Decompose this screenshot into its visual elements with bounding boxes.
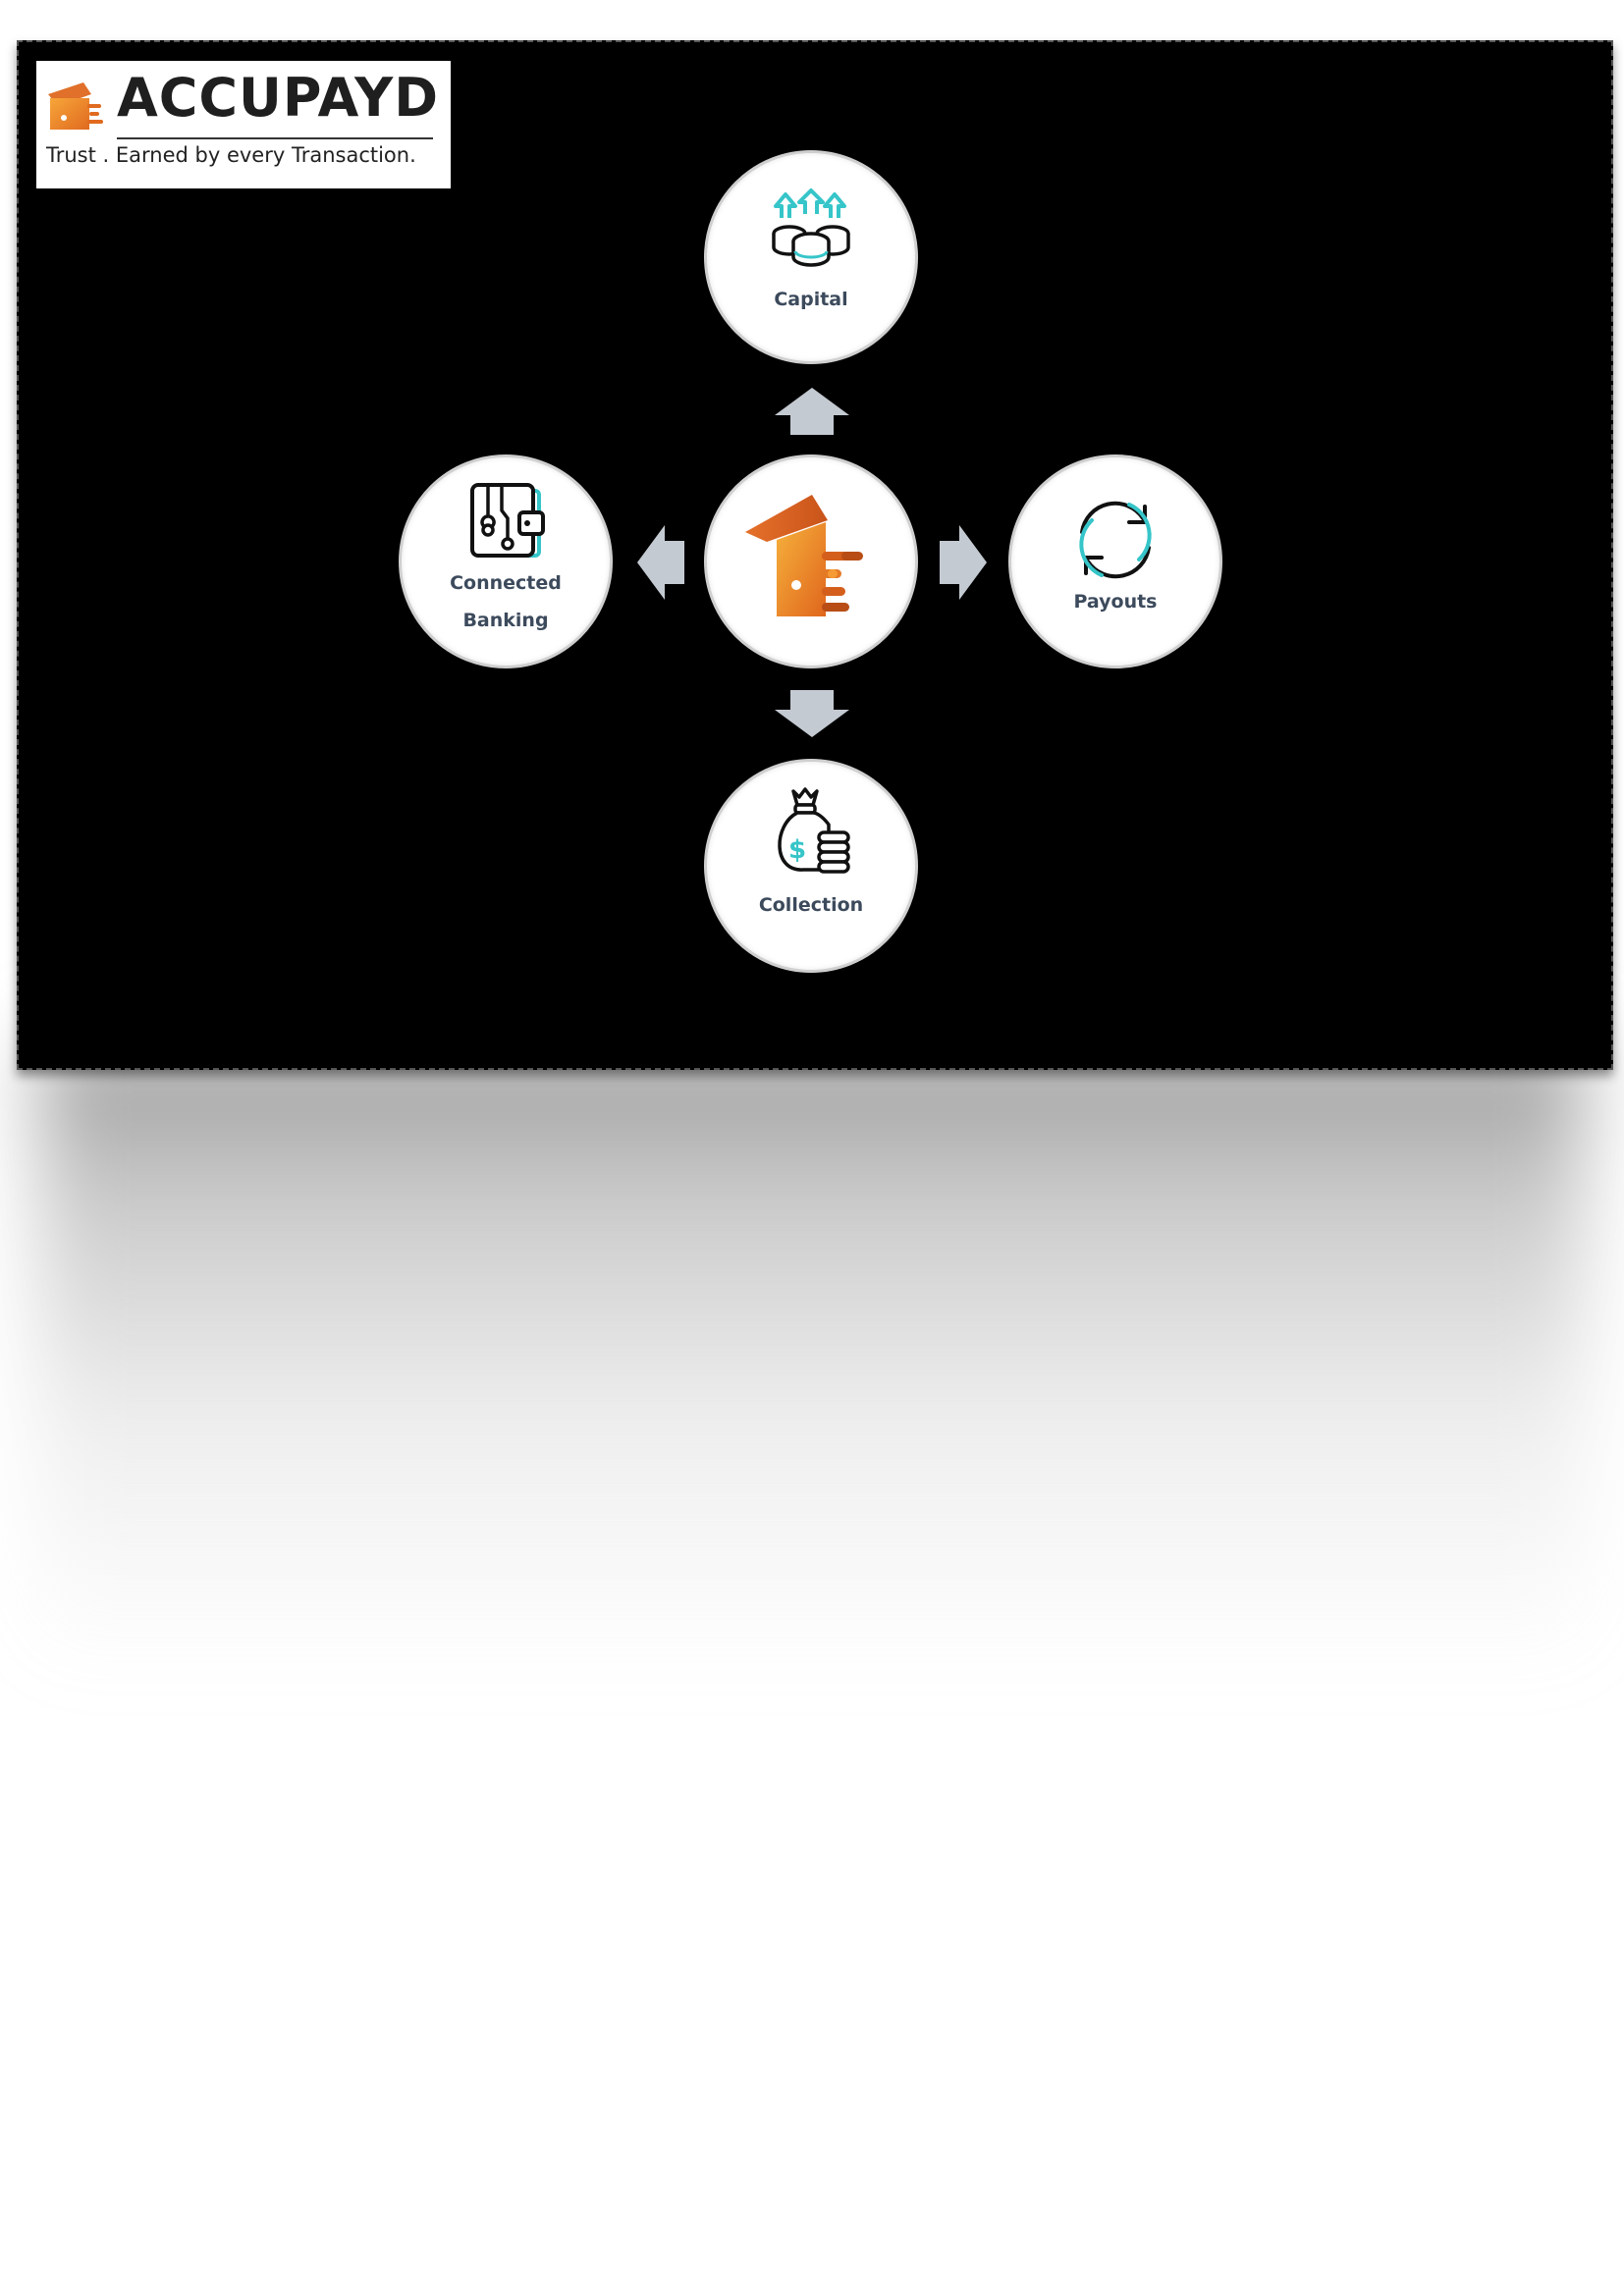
money-bag-coins-icon: $ xyxy=(778,787,850,874)
collection-label: Collection xyxy=(758,894,864,916)
arrow-left-icon xyxy=(637,525,684,600)
brand-divider xyxy=(117,137,433,139)
brand-name: ACCUPAYD xyxy=(117,67,440,129)
svg-text:$: $ xyxy=(788,835,806,865)
arrow-right-icon xyxy=(940,525,987,600)
arrow-up-icon xyxy=(775,388,849,435)
slide-shadow xyxy=(39,1041,1585,1669)
accupayd-logo-small-icon xyxy=(48,82,103,130)
brand-tagline: Trust . Earned by every Transaction. xyxy=(46,143,416,167)
connected-banking-label-line1: Connected xyxy=(450,572,562,594)
connected-banking-node: Connected Banking xyxy=(399,454,613,668)
payouts-node: Payouts xyxy=(1008,454,1222,668)
connected-banking-label-line2: Banking xyxy=(462,610,549,631)
arrow-down-icon xyxy=(775,690,849,737)
capital-label: Capital xyxy=(774,289,848,310)
refresh-arrows-icon xyxy=(1079,501,1152,579)
capital-node: Capital xyxy=(704,150,918,364)
accupayd-logo-icon xyxy=(745,495,863,616)
collection-node: $ Collection xyxy=(704,759,918,973)
coins-up-arrows-icon xyxy=(772,188,850,267)
center-node xyxy=(704,454,918,668)
wallet-circuit-icon xyxy=(470,483,545,558)
payouts-label: Payouts xyxy=(1073,591,1158,613)
brand-logo: ACCUPAYD Trust . Earned by every Transac… xyxy=(36,61,451,188)
